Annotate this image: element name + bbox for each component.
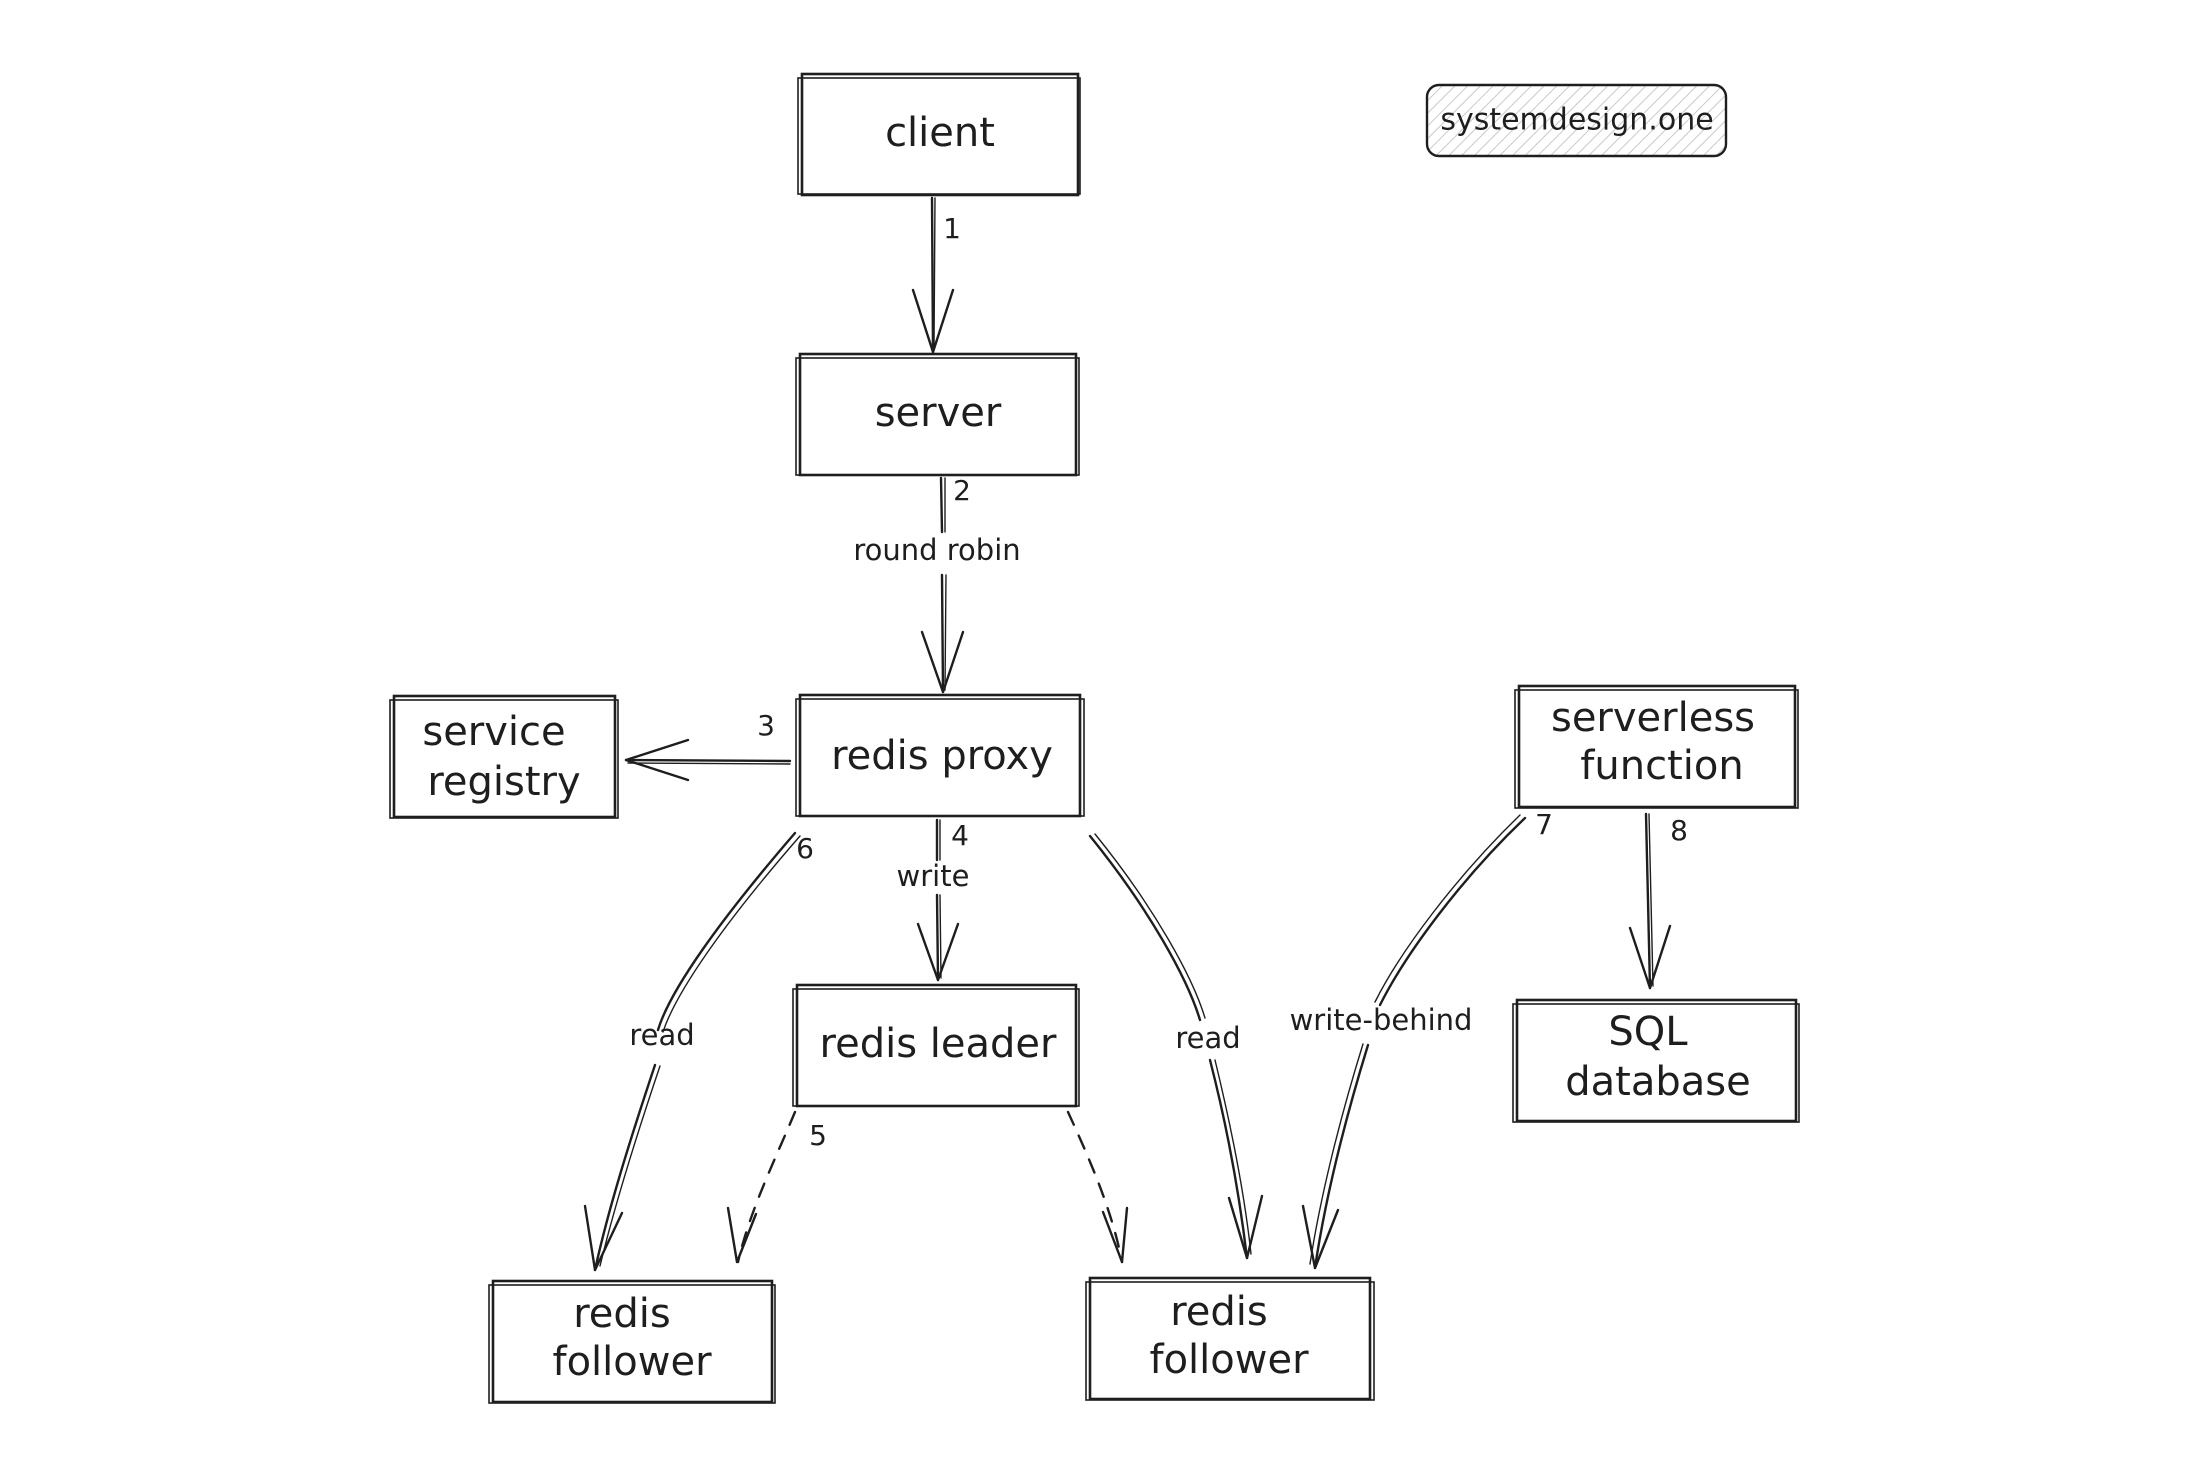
edge-function-sql: 8 <box>1628 812 1688 990</box>
node-label: redis proxy <box>831 733 1053 779</box>
edge-leader-followers: 5 <box>726 1110 1129 1264</box>
node-label: server <box>875 390 1002 436</box>
edge-step-number: 5 <box>809 1119 827 1152</box>
edge-client-server: 1 <box>911 196 961 354</box>
edge-step-number: 1 <box>943 212 961 245</box>
node-label: redis <box>1170 1289 1268 1335</box>
node-label: follower <box>552 1339 712 1385</box>
node-label: database <box>1565 1059 1750 1105</box>
node-label: serverless <box>1551 695 1755 741</box>
edge-proxy-leader: 4 write <box>897 818 970 982</box>
edge-proxy-follower-left: 6 read <box>583 831 814 1272</box>
edge-proxy-registry: 3 <box>624 709 792 782</box>
node-server: server <box>795 352 1080 477</box>
edge-step-number: 7 <box>1535 808 1553 841</box>
watermark-text: systemdesign.one <box>1440 103 1713 138</box>
edge-label-read: read <box>629 1018 694 1052</box>
node-label: service <box>422 709 565 755</box>
edge-step-number: 3 <box>757 709 775 742</box>
node-service-registry: service registry <box>389 694 619 819</box>
edge-step-number: 6 <box>796 832 814 865</box>
node-sql-database: SQL database <box>1512 998 1800 1123</box>
edge-step-number: 2 <box>953 474 971 507</box>
edge-label-read: read <box>1175 1021 1240 1055</box>
edge-proxy-follower-right: read <box>1088 833 1264 1260</box>
edge-function-follower-right: 7 write-behind <box>1290 808 1553 1270</box>
node-label: client <box>885 110 995 156</box>
node-redis-follower-left: redis follower <box>488 1279 776 1404</box>
node-redis-leader: redis leader <box>792 983 1080 1108</box>
edge-label-write-behind: write-behind <box>1290 1003 1473 1037</box>
edge-step-number: 8 <box>1670 814 1688 847</box>
node-client: client <box>797 72 1081 197</box>
node-serverless-function: serverless function <box>1514 684 1799 809</box>
node-label: SQL <box>1608 1009 1688 1055</box>
node-redis-follower-right: redis follower <box>1085 1276 1375 1401</box>
edge-step-number: 4 <box>951 819 969 852</box>
edge-label-round-robin: round robin <box>853 533 1020 567</box>
node-redis-proxy: redis proxy <box>795 693 1085 818</box>
watermark-badge: systemdesign.one <box>1425 83 1728 158</box>
node-label: function <box>1580 743 1743 789</box>
edge-server-proxy: 2 round robin <box>853 474 1021 694</box>
node-label: follower <box>1149 1337 1309 1383</box>
edge-label-write: write <box>897 859 970 893</box>
node-label: redis leader <box>820 1021 1057 1067</box>
node-label: registry <box>427 759 580 805</box>
node-label: redis <box>573 1291 671 1337</box>
